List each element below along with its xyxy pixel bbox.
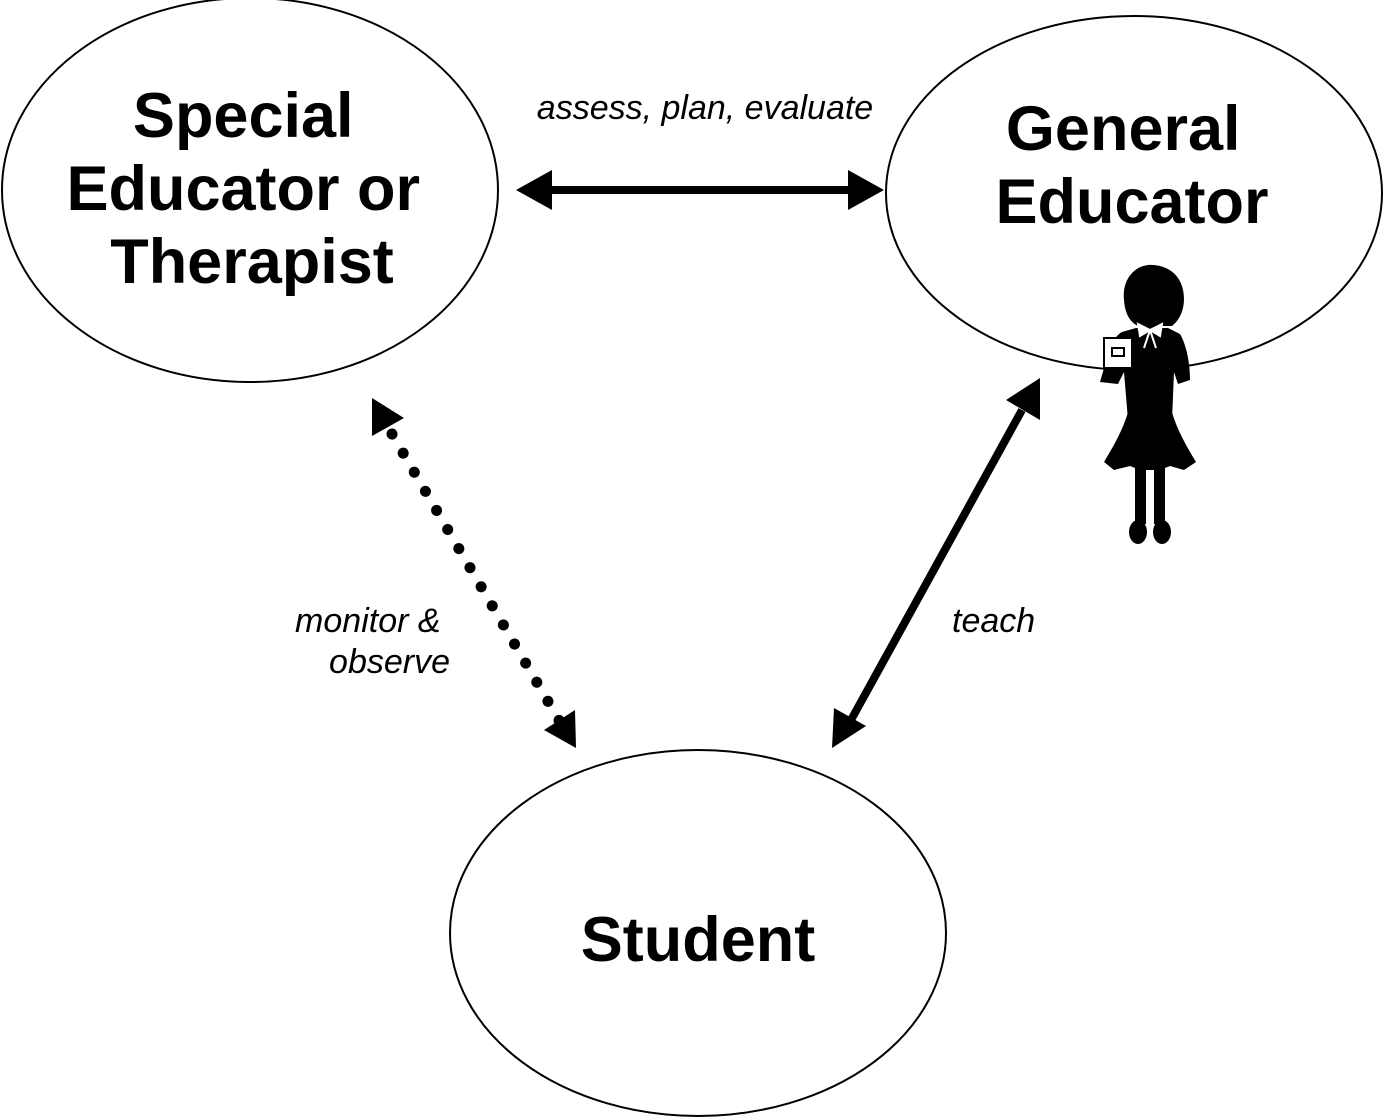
student-node xyxy=(449,749,947,1117)
book-icon xyxy=(1103,337,1133,369)
arrowhead-down-left xyxy=(832,708,866,748)
arrowhead-up xyxy=(372,398,404,436)
teach-arrow xyxy=(832,378,1040,748)
collar-bow-icon xyxy=(1136,322,1164,349)
general-educator-label-line2: Educator xyxy=(995,167,1268,237)
student-label-line1: Student xyxy=(581,905,815,975)
teacher-silhouette-icon xyxy=(1100,264,1196,544)
arrowhead-left xyxy=(516,170,552,210)
student-label: Student xyxy=(581,905,815,975)
special-educator-label-line3: Therapist xyxy=(110,227,394,297)
assess-plan-evaluate-label: assess, plan, evaluate xyxy=(537,89,873,127)
book-label-icon xyxy=(1111,347,1125,357)
general-educator-label-line1: General xyxy=(1006,94,1241,164)
special-educator-label-line1: Special xyxy=(133,81,354,151)
arrowhead-right xyxy=(848,170,884,210)
monitor-observe-label-line1: monitor & xyxy=(295,602,441,640)
monitor-observe-label: monitor & observe xyxy=(295,602,450,681)
arrowhead-up-right xyxy=(1006,378,1040,420)
general-educator-label: General Educator xyxy=(995,94,1268,237)
monitor-observe-label-line2: observe xyxy=(329,643,450,681)
assess-plan-evaluate-arrow xyxy=(516,170,884,210)
teach-label: teach xyxy=(952,602,1035,640)
special-educator-node xyxy=(1,0,499,383)
special-educator-label-line2: Educator or xyxy=(66,154,420,224)
monitor-observe-arrow xyxy=(372,398,576,748)
arrowhead-down xyxy=(544,710,576,748)
special-educator-label: Special Educator or Therapist xyxy=(66,81,437,297)
